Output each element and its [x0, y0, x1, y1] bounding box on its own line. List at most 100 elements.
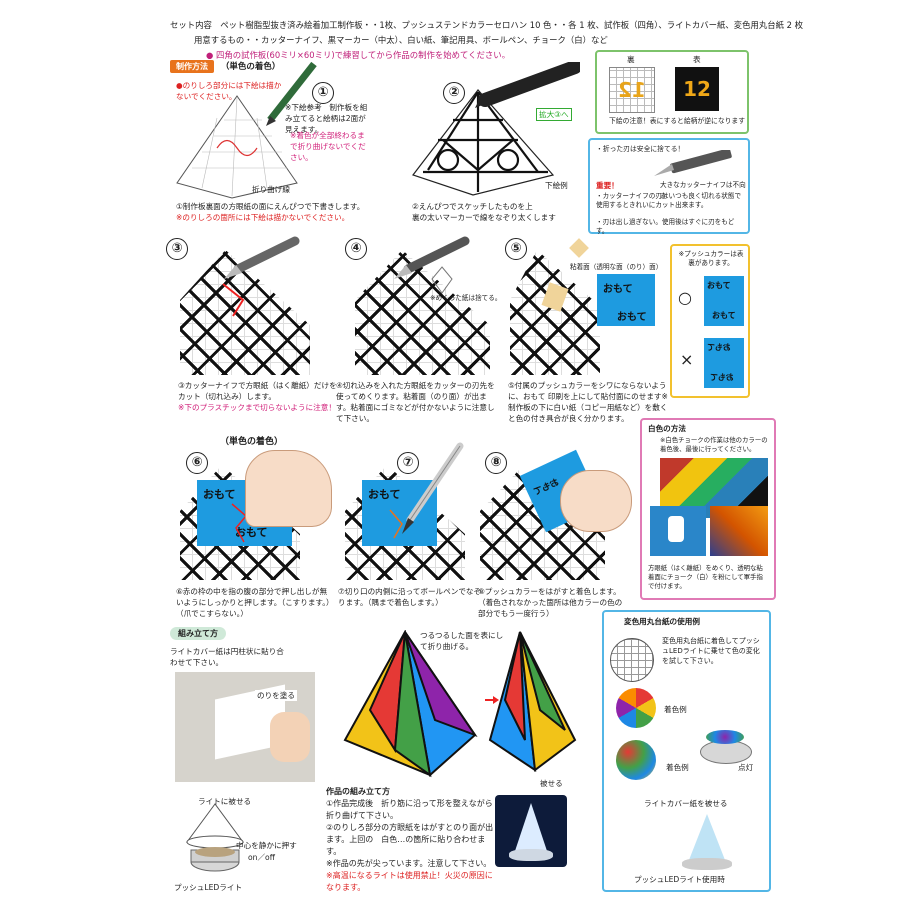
method-subtitle: （単色の着色）	[220, 62, 281, 72]
step5-push-card: おもて おもて	[597, 274, 655, 326]
push-color-sides-box: ※プッシュカラーは表裏があります。 ○ おもて おもて × おもて おもて	[670, 244, 750, 398]
method-tag: 制作方法	[170, 60, 214, 73]
method-heading: 制作方法 （単色の着色）	[170, 60, 281, 73]
label-front: 表	[693, 55, 701, 64]
back-sample: 12	[609, 67, 655, 113]
header-contents: セット内容 ペット樹脂型抜き済み絵着加工制作板・・1枚、プッシュステンドカラーセ…	[170, 20, 804, 30]
step6-number: ⑥	[186, 452, 208, 474]
lit-cone-photo	[495, 795, 567, 867]
chalk-result-photo	[710, 506, 768, 556]
light-on-label: 点灯	[738, 763, 754, 772]
chalk-photo	[650, 506, 706, 556]
cutter-tip-4: ・刃は出し過ぎない。使用後はすぐに刃をもどす。	[596, 218, 735, 235]
step4-number: ④	[345, 238, 367, 260]
fold-surface-note: つるつるした面を表にして折り曲げる。	[420, 631, 504, 651]
step3-number: ③	[166, 238, 188, 260]
glue-photo	[175, 672, 315, 782]
assembly-how-to: 作品の組み立て方 ①作品完成後 折り筋に沿って形を整えながら折り曲げて下さい。 …	[326, 786, 496, 894]
step5-note: 粘着面（透明な面（のり）面）	[570, 263, 663, 271]
step7-number: ⑦	[397, 452, 419, 474]
step2-plate-drawing	[412, 89, 555, 196]
how-title: 作品の組み立て方	[326, 787, 390, 796]
grid-disc-icon	[610, 638, 654, 682]
ballpoint-pen-icon	[389, 442, 464, 539]
step4-note: ※めくった紙は捨てる。	[430, 294, 502, 302]
lit-cover-cone	[689, 814, 725, 860]
cutter-important: 重要！	[596, 181, 619, 190]
disc-on-light	[706, 730, 744, 744]
press-center-label: 中心を静かに押す	[236, 841, 297, 850]
peeled-paper-icon	[431, 266, 453, 294]
cutter-knife-icon	[654, 150, 732, 176]
how-step-2: ②のりしろ部分の方眼紙をはがすとのり面が出ます。上回の 白色…の箇所に貼り合わせ…	[326, 823, 494, 856]
step8-number: ⑧	[485, 452, 507, 474]
step3-caption: ③カッターナイフで方眼紙（はく離紙）だけをカット（切れ込み）します。※下のプラス…	[178, 381, 337, 412]
header: セット内容 ペット樹脂型抜き済み絵着加工制作板・・1枚、プッシュステンドカラーセ…	[170, 18, 870, 63]
step1-note-noshiro: ●のりしろ部分には下絵は描かないでください。	[176, 81, 282, 101]
step1-fold-label: 折り曲げ線	[252, 185, 290, 194]
label-back: 裏	[627, 55, 635, 64]
step5-number: ⑤	[505, 238, 527, 260]
ok-symbol: ○	[678, 288, 692, 307]
step1-note-sketch: ※下絵参考 制作板を組み立てると絵柄は2面が見えます。	[285, 103, 368, 134]
mono-subheading: （単色の着色）	[220, 437, 284, 447]
step3-cut-line	[222, 283, 245, 317]
sample-label: 下絵例	[545, 181, 568, 190]
cutter-tip-1: ・折った刃は安全に捨てる！	[596, 145, 685, 153]
white-method-note: ※白色チョークの作業は他のカラーの着色後、最後に行ってください。	[660, 436, 768, 453]
step3-cutter-icon	[224, 236, 300, 279]
cutter-tips-box: ・折った刃は安全に捨てる！ 大きなカッターナイフは不向き 重要！ ・カッターナイ…	[588, 138, 750, 235]
ng-symbol: ×	[680, 350, 694, 369]
white-method-title: 白色の方法	[648, 424, 686, 433]
step1-plate-drawing	[176, 95, 298, 199]
step6-caption: ⑥赤の枠の中を指の腹の部分で押し出しが無いようにしっかりと押します。（こすります…	[176, 587, 334, 618]
push-color-note: ※プッシュカラーは表裏があります。	[678, 250, 744, 267]
step1-caption: ①制作板裏面の方眼紙の面にえんぴつで下書きします。※のりしろの箇所には下絵は描か…	[176, 202, 365, 222]
color-change-desc: 変色用丸台紙に着色してプッシュLEDライトに乗せて色の変化を試して下さい。	[662, 637, 760, 665]
assembled-pyramids	[343, 630, 577, 778]
cover-paper-label: ライトカバー紙を被せる	[644, 799, 728, 808]
step2-number: ②	[443, 82, 465, 104]
step6-red-outline	[231, 503, 248, 543]
on-off-label: on／off	[248, 853, 275, 862]
step4-cutter-icon	[394, 236, 470, 279]
how-step-1: ①作品完成後 折り筋に沿って形を整えながら折り曲げて下さい。	[326, 799, 493, 820]
step1-note-fold: ※着色が全部終わるまで折り曲げないでください。	[290, 131, 366, 162]
white-method-caption: 方眼紙（はく離紙）をめくり、透明な粘着面にチョーク（白）を粉にして軍手指で付けま…	[648, 564, 763, 590]
example-label-1: 着色例	[664, 705, 687, 714]
marker-icon	[475, 62, 580, 108]
put-on-light-label: ライトに被せる	[198, 797, 252, 806]
glue-label: のりを塗る	[255, 690, 297, 701]
led-light-label: プッシュLEDライト	[174, 883, 243, 892]
ok-card: おもて おもて	[704, 276, 744, 326]
step7-push-card: おもて	[362, 480, 437, 546]
header-required: 用意するもの・・カッターナイフ、黒マーカー（中太）、白い紙、筆記用具、ボールペン…	[194, 35, 608, 45]
step4-caption: ④切れ込みを入れた方眼紙をカッターの刃先を使ってめくります。粘着面（のり面）が出…	[336, 381, 495, 423]
step8-caption: ⑧プッシュカラーをはがすと着色します。（着色されなかった箇所は他カラーの色の部分…	[478, 587, 623, 618]
led-usage-caption: プッシュLEDライト使用時	[634, 875, 725, 884]
step5-caption: ⑤付属のプッシュカラーをシワにならないように、おもて 印刷を上にして貼付面にのせ…	[508, 381, 668, 423]
front-sample: 12	[675, 67, 719, 111]
example-label-2: 着色例	[666, 763, 689, 772]
assembly-tag: 組み立て方	[170, 627, 226, 640]
color-change-title: 変色用丸台紙の使用例	[624, 617, 700, 626]
step7-caption: ⑦切り口の内側に沿ってボールペンでなぞります。（隅まで着色します。）	[338, 587, 482, 607]
pencil-icon	[266, 61, 317, 126]
reverse-note-box: 裏 表 12 12 下絵の注意！表にすると絵柄が逆になります	[595, 50, 749, 134]
zoom-label: 拡大③へ	[536, 108, 572, 121]
adhesive-diamond-icon	[569, 238, 589, 258]
lit-cover-base	[682, 858, 732, 870]
finger-hand-icon	[245, 450, 332, 527]
white-method-box: 白色の方法 ※白色チョークの作業は他のカラーの着色後、最後に行ってください。 方…	[640, 418, 776, 600]
step1-number: ①	[312, 82, 334, 104]
color-change-box: 変色用丸台紙の使用例 変色用丸台紙に着色してプッシュLEDライトに乗せて色の変化…	[602, 610, 771, 892]
step8-hand-icon	[560, 470, 632, 532]
reverse-note: 下絵の注意！表にすると絵柄が逆になります	[609, 117, 746, 125]
warning-tip: ※作品の先が尖っています。注意して下さい。	[326, 859, 492, 868]
header-practice: ● 四角の試作板(60ミリ×60ミリ)で練習してから作品の制作を始めてください。	[206, 50, 510, 60]
color-wheel-example	[616, 688, 656, 728]
step2-caption: ②えんぴつでスケッチしたものを上裏の太いマーカーで線をなぞり太くします	[412, 202, 556, 222]
light-cone-drawing	[186, 803, 244, 872]
warning-heat: ※高温になるライトは使用禁止！火災の原因になります。	[326, 871, 493, 892]
